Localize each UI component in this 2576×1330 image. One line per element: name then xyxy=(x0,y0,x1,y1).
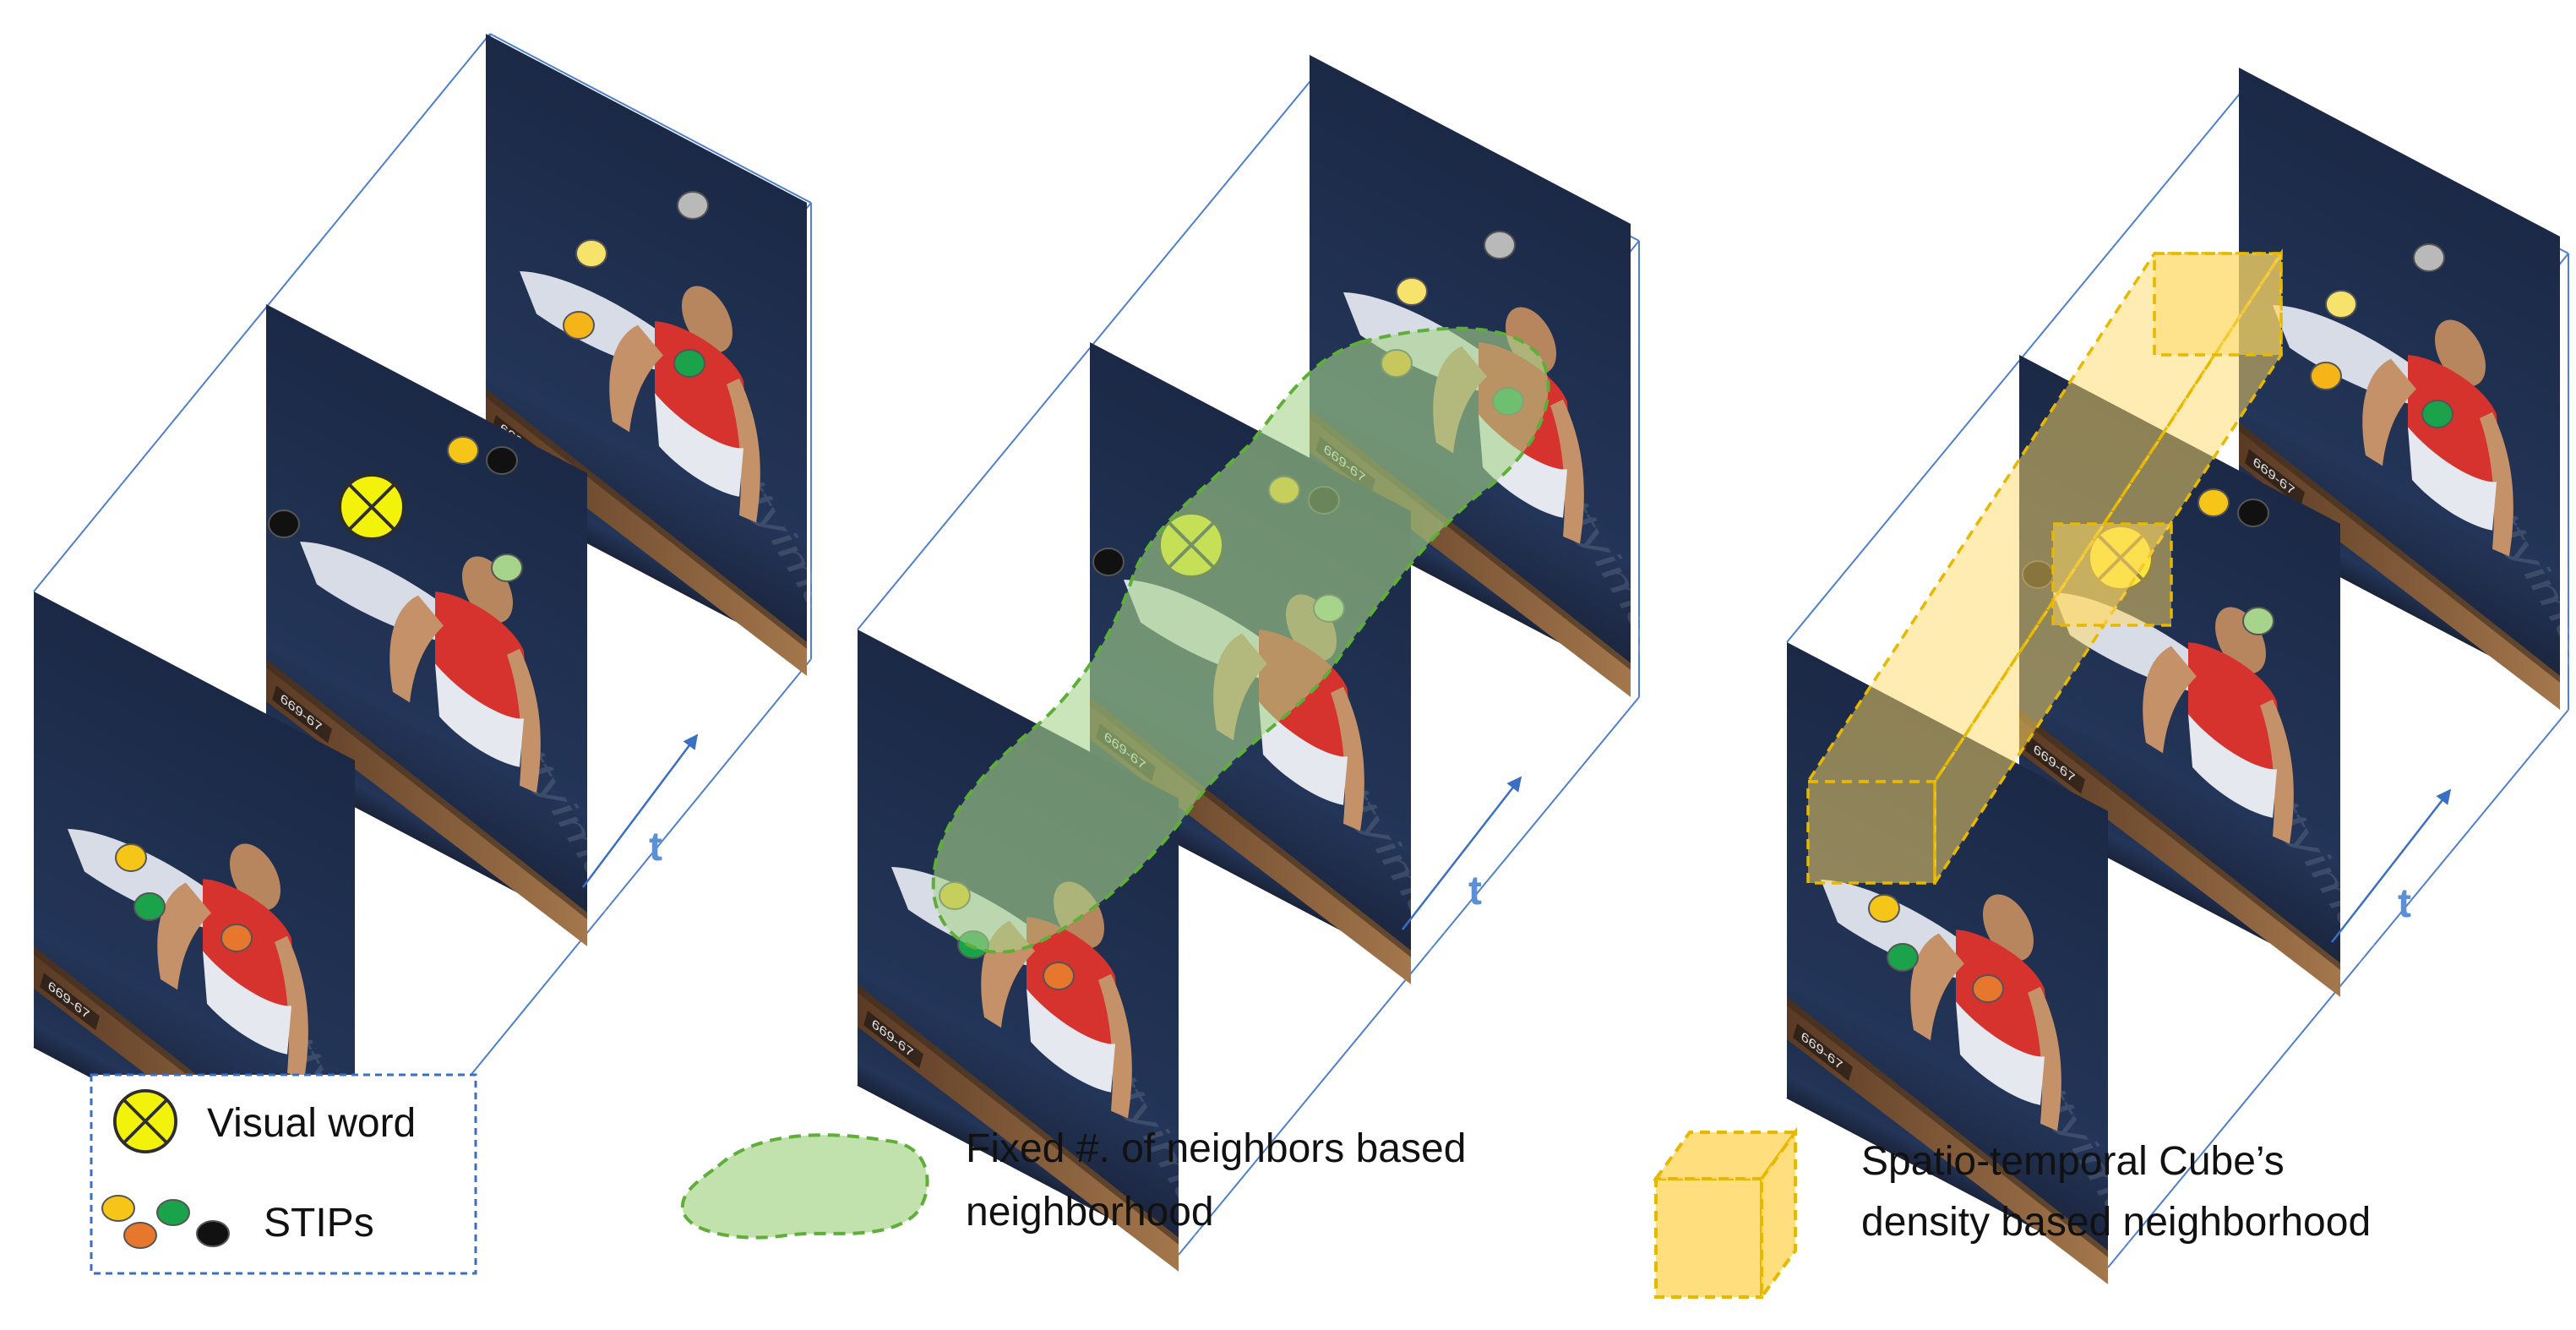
cube-density-legend: Spatio-temporal Cube’s density based nei… xyxy=(1653,1126,2371,1303)
cube-density-legend-line1: Spatio-temporal Cube’s xyxy=(1861,1139,2285,1184)
density-cube xyxy=(1805,248,2285,888)
time-axis-label: t xyxy=(1468,869,1482,913)
time-axis-arrow xyxy=(582,733,699,888)
panel-plain: t xyxy=(33,33,895,1280)
panel-cube-density: t xyxy=(1786,68,2576,1330)
stip-points xyxy=(115,191,709,952)
fixed-neighbors-legend: Fixed #. of neighbors based neighborhood xyxy=(680,1126,1466,1240)
time-axis-arrow xyxy=(2331,788,2452,943)
cube-density-legend-line2: density based neighborhood xyxy=(1861,1200,2371,1245)
time-axis-label: t xyxy=(2398,881,2411,926)
visual-word-icon xyxy=(338,473,406,541)
cube-legend-icon xyxy=(1653,1126,1799,1303)
legend-visual-word-icon xyxy=(112,1089,178,1153)
fixed-neighbors-blob xyxy=(931,326,1550,954)
panel-fixed-neighbors: t xyxy=(857,55,1718,1318)
time-axis-arrow xyxy=(1402,776,1522,930)
stip-points xyxy=(1868,243,2453,1003)
fixed-neighbors-legend-line1: Fixed #. of neighbors based xyxy=(966,1126,1466,1171)
fixed-neighbors-legend-line2: neighborhood xyxy=(966,1190,1214,1235)
legend-visual-word-label: Visual word xyxy=(207,1101,416,1146)
fixed-neighbors-legend-blob xyxy=(680,1133,929,1240)
legend-stips-label: STIPs xyxy=(264,1201,374,1246)
symbol-legend: Visual word STIPs xyxy=(90,1073,477,1275)
legend-stip-icons xyxy=(101,1195,230,1249)
time-axis-label: t xyxy=(649,825,662,869)
